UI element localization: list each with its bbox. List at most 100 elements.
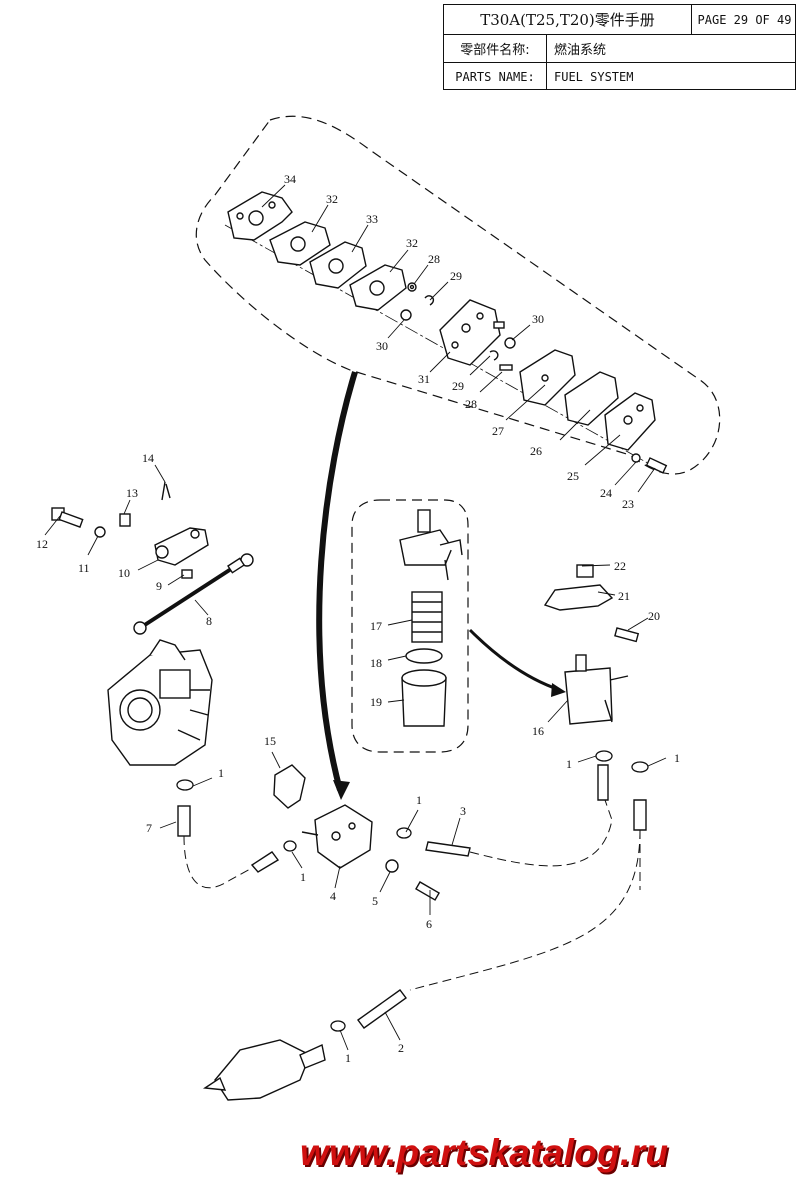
diaphragm-27 [519, 349, 576, 406]
clip-1e [283, 840, 297, 852]
pump-body-31 [439, 299, 505, 366]
o-ring-18 [405, 648, 443, 664]
callout-19: 19 [370, 695, 382, 709]
fuel-filter-16 [564, 654, 629, 725]
filter-group-outline [351, 499, 469, 753]
callout-30: 30 [376, 339, 388, 353]
callout-1: 1 [566, 757, 572, 771]
callout-16: 16 [532, 724, 544, 738]
callout-1: 1 [300, 870, 306, 884]
callout-26: 26 [530, 444, 542, 458]
watermark-text: www.partskatalog.ru [300, 1132, 669, 1173]
callout-23: 23 [622, 497, 634, 511]
screw-9 [181, 569, 193, 579]
callout-4: 4 [330, 889, 336, 903]
filter-cap [399, 509, 463, 581]
washer-5 [385, 859, 399, 873]
callout-1: 1 [345, 1051, 351, 1065]
fuel-pump-4 [301, 804, 373, 869]
clip-1a [176, 779, 194, 791]
callout-13: 13 [126, 486, 138, 500]
callout-1: 1 [218, 766, 224, 780]
callout-17: 17 [370, 619, 382, 633]
pump-group-arrow [316, 371, 358, 800]
gasket-33 [309, 241, 367, 289]
callout-21: 21 [618, 589, 630, 603]
nut-22 [576, 564, 594, 578]
hose-7 [177, 805, 191, 837]
parts-name-en-label: PARTS NAME: [444, 63, 547, 90]
carburetor [107, 639, 213, 766]
callout-24: 24 [600, 486, 612, 500]
title-block: T30A(T25,T20)零件手册 PAGE 29 OF 49 零部件名称: 燃… [443, 4, 796, 90]
callout-10: 10 [118, 566, 130, 580]
hose-filter-left [597, 764, 609, 801]
clip-1f [330, 1020, 346, 1032]
collar-13 [119, 513, 131, 527]
callout-5: 5 [372, 894, 378, 908]
callout-28: 28 [428, 252, 440, 266]
title-row: T30A(T25,T20)零件手册 PAGE 29 OF 49 [444, 5, 795, 35]
parts-name-cn-label: 零部件名称: [444, 35, 547, 62]
cotter-pin-14 [161, 481, 171, 501]
parts-name-en-value: FUEL SYSTEM [554, 69, 634, 84]
callout-25: 25 [567, 469, 579, 483]
callout-1: 1 [674, 751, 680, 765]
parts-name-cn-row: 零部件名称: 燃油系统 [444, 35, 795, 63]
gasket-32b [349, 264, 407, 311]
washer-11 [94, 526, 106, 538]
filter-group-arrow [468, 628, 566, 697]
callouts: 34 32 33 32 28 29 30 30 31 29 28 27 26 2… [36, 172, 680, 1065]
assembly-axis [224, 224, 661, 471]
hose-route-connector [409, 829, 641, 991]
filter-bowl-19 [401, 669, 447, 727]
callout-2: 2 [398, 1041, 404, 1055]
clip-1c [631, 761, 649, 773]
callout-6: 6 [426, 917, 432, 931]
fuel-connector [202, 1039, 326, 1101]
callout-8: 8 [206, 614, 212, 628]
bolt-12 [51, 507, 84, 528]
callout-33: 33 [366, 212, 378, 226]
hose-2 [357, 989, 407, 1029]
callout-14: 14 [142, 451, 154, 465]
callout-30: 30 [532, 312, 544, 326]
callout-27: 27 [492, 424, 504, 438]
gasket-15 [273, 764, 306, 809]
callout-7: 7 [146, 821, 152, 835]
callout-11: 11 [78, 561, 90, 575]
bolt-6 [415, 881, 441, 901]
pump-group-outline [195, 115, 721, 475]
callout-32: 32 [326, 192, 338, 206]
callout-29: 29 [450, 269, 462, 283]
filter-element-17 [411, 591, 443, 643]
hose-route-carb [183, 835, 253, 889]
cover-25 [604, 392, 656, 451]
callout-15: 15 [264, 734, 276, 748]
callout-31: 31 [418, 372, 430, 386]
hose-3 [425, 841, 471, 857]
callout-20: 20 [648, 609, 660, 623]
parts-name-en-row: PARTS NAME: FUEL SYSTEM [444, 63, 795, 90]
hose-filter-right [633, 799, 647, 831]
hose-route-filter [469, 799, 613, 867]
gasket-34 [227, 191, 293, 241]
hose-to-pump [250, 851, 280, 873]
linkage-lever-10 [154, 527, 209, 566]
callout-18: 18 [370, 656, 382, 670]
clip-1d [396, 827, 412, 839]
callout-3: 3 [460, 804, 466, 818]
clip-1b [595, 750, 613, 762]
callout-34: 34 [284, 172, 296, 186]
callout-32: 32 [406, 236, 418, 250]
callout-22: 22 [614, 559, 626, 573]
gasket-32a [269, 221, 331, 266]
bracket-21 [543, 584, 614, 611]
callout-9: 9 [156, 579, 162, 593]
callout-12: 12 [36, 537, 48, 551]
bolt-20 [614, 627, 640, 643]
parts-name-cn-value: 燃油系统 [554, 43, 607, 58]
callout-1: 1 [416, 793, 422, 807]
callout-28: 28 [465, 397, 477, 411]
callout-29: 29 [452, 379, 464, 393]
